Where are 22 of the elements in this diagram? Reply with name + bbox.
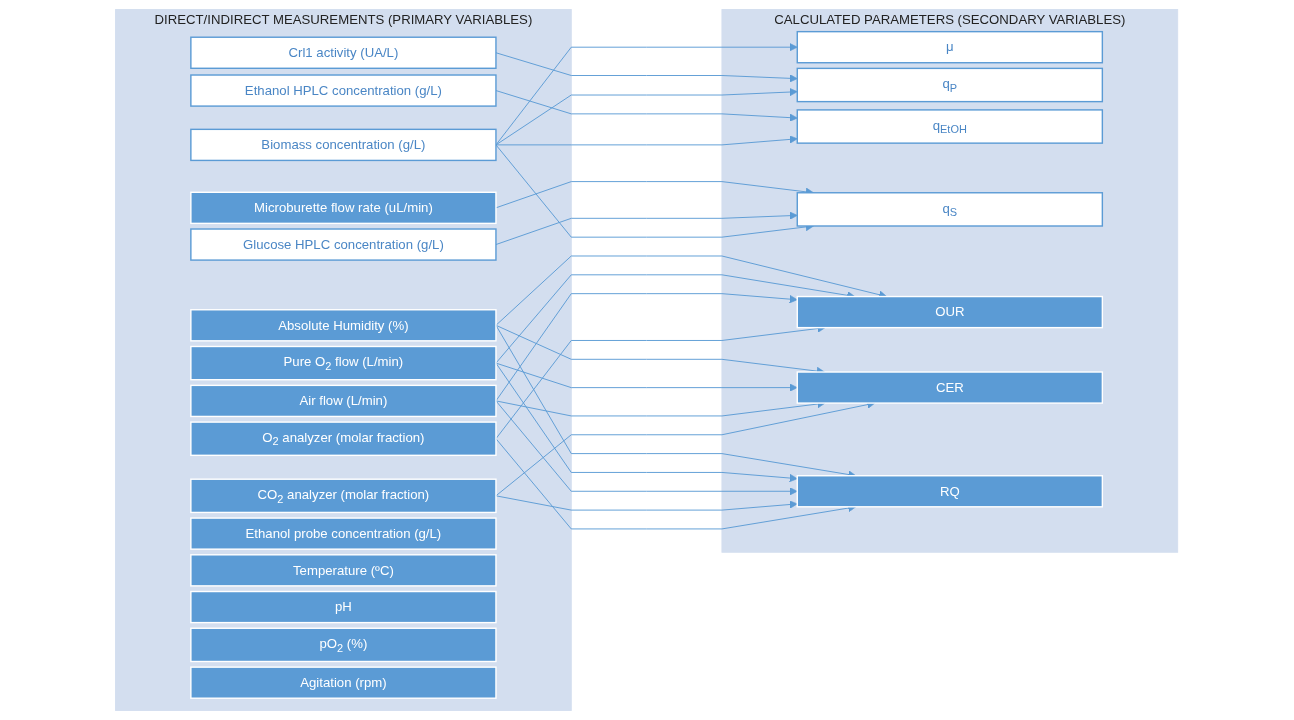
node-box: pH	[190, 590, 498, 624]
node-box: RQ	[796, 475, 1104, 508]
node-box: Biomass concentration (g/L)	[190, 128, 498, 162]
node-box: OUR	[796, 295, 1104, 329]
node-box: CO$_{2}$ analyzer (molar fraction)	[190, 478, 498, 514]
node-box: Crl1 activity (UA/L)	[190, 36, 498, 69]
node-box: O$_{2}$ analyzer (molar fraction)	[190, 421, 498, 457]
node-box: pO$_{2}$ (%)	[190, 627, 498, 663]
node-box: Pure O$_{2}$ flow (L/min)	[190, 345, 498, 381]
node-box: Agitation (rpm)	[190, 666, 498, 699]
node-box: μ	[796, 30, 1104, 64]
node-box: Ethanol probe concentration (g/L)	[190, 517, 498, 550]
node-box: Microburette flow rate (uL/min)	[190, 191, 498, 225]
node-box: q$_{EtOH}$	[796, 109, 1104, 144]
node-box: Ethanol HPLC concentration (g/L)	[190, 74, 498, 107]
node-box: q$_{S}$	[796, 192, 1104, 227]
node-box: Temperature (ºC)	[190, 554, 498, 587]
node-box: Glucose HPLC concentration (g/L)	[190, 228, 498, 261]
node-box: CER	[796, 371, 1104, 404]
node-box: Absolute Humidity (%)	[190, 309, 498, 342]
node-box: q$_{P}$	[796, 67, 1104, 103]
node-box: Air flow (L/min)	[190, 384, 498, 418]
